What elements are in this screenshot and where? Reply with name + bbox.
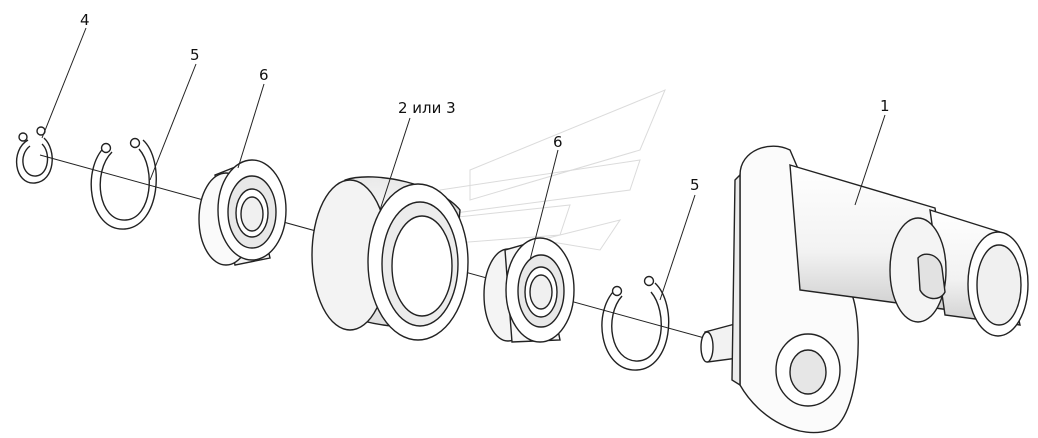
- leader-5-left: [149, 63, 197, 181]
- watermark-logo: [429, 89, 666, 251]
- callout-labels: 4 5 6 2 или 3 6 5 1: [80, 11, 890, 194]
- callout-2-or-3: 2 или 3: [398, 99, 456, 117]
- callout-6-right: 6: [553, 133, 563, 151]
- bearing-part-6-right: [483, 237, 575, 343]
- callout-6-left: 6: [259, 66, 269, 84]
- callout-1: 1: [880, 97, 890, 115]
- callout-5-left: 5: [190, 46, 200, 64]
- leader-6-right: [529, 149, 559, 261]
- roller-part-2-or-3: [311, 176, 469, 341]
- circlip-part-5-left: [90, 137, 157, 230]
- circlip-part-5-right: [601, 275, 670, 371]
- leader-lines: [41, 27, 886, 301]
- bearing-part-6-left: [198, 159, 287, 266]
- leader-2-or-3: [379, 117, 411, 211]
- leader-5-right: [659, 194, 696, 301]
- leader-4: [41, 27, 87, 139]
- leader-6-left: [237, 83, 265, 169]
- circlip-part-4: [15, 126, 53, 184]
- lever-shaft-part-1: [700, 145, 1029, 434]
- leader-1: [854, 114, 886, 206]
- callout-4: 4: [80, 11, 90, 29]
- callout-5-right: 5: [690, 176, 700, 194]
